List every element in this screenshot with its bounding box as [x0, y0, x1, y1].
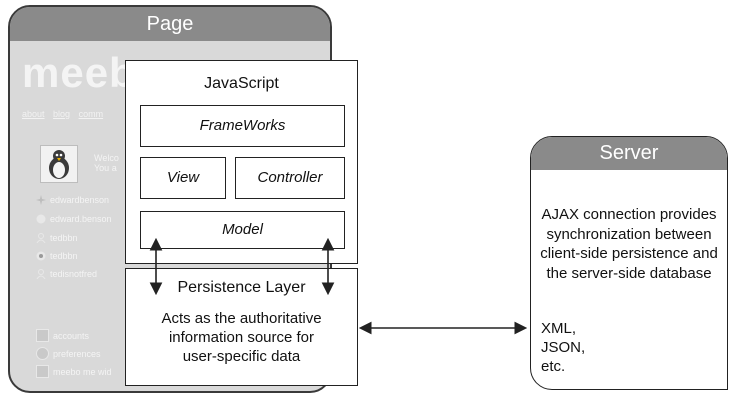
- view-box: View: [140, 157, 226, 199]
- model-box: Model: [140, 211, 345, 249]
- server-description: AJAX connection provides synchronization…: [531, 205, 727, 283]
- server-line: client-side persistence and: [540, 245, 718, 262]
- frameworks-box: FrameWorks: [140, 105, 345, 147]
- persistence-line: information source for: [168, 329, 315, 346]
- buddy-name: tedbbn: [50, 251, 78, 261]
- format-item: JSON,: [541, 339, 586, 356]
- server-line: the server-side database: [546, 264, 712, 282]
- controller-box: Controller: [235, 157, 345, 199]
- buddy-name: edwardbenson: [50, 195, 110, 205]
- preferences-icon: [36, 347, 49, 360]
- meebo-nav: about blog comm: [22, 109, 109, 119]
- server-formats: XML, JSON, etc.: [541, 319, 585, 376]
- menu-item-label: meebo me wid: [53, 366, 112, 377]
- welcome-line: Welco: [94, 153, 119, 163]
- server-line: synchronization between: [546, 225, 712, 243]
- buddy-item[interactable]: tedbbn: [36, 233, 78, 244]
- server-panel: Server AJAX connection provides synchron…: [530, 136, 728, 390]
- menu-item-meebo-me-widget[interactable]: meebo me wid: [36, 365, 112, 378]
- buddy-name: edward.benson: [50, 214, 112, 224]
- meebo-me-widget-icon: [36, 365, 49, 378]
- persistence-layer-panel: Persistence Layer Acts as the authoritat…: [125, 268, 358, 386]
- accounts-icon: [36, 329, 49, 342]
- buddy-status-icon: [36, 233, 46, 244]
- javascript-title: JavaScript: [204, 75, 279, 92]
- menu-item-preferences[interactable]: preferences: [36, 347, 101, 360]
- nav-link-about[interactable]: about: [22, 109, 45, 119]
- persistence-line: Acts as the authoritative: [161, 310, 322, 327]
- buddy-item[interactable]: tedbbn: [36, 251, 78, 261]
- menu-item-label: accounts: [53, 330, 90, 341]
- buddy-status-icon: [36, 251, 46, 261]
- penguin-avatar-icon: [49, 150, 69, 179]
- nav-link-comm[interactable]: comm: [78, 109, 104, 119]
- buddy-item[interactable]: tedisnotfred: [36, 269, 98, 280]
- menu-item-label: preferences: [53, 348, 101, 359]
- format-item: XML,: [541, 320, 577, 337]
- buddy-item[interactable]: edward.benson: [36, 214, 112, 224]
- nav-link-blog[interactable]: blog: [53, 109, 71, 119]
- persistence-description: Acts as the authoritative information so…: [126, 309, 357, 366]
- buddy-status-icon: [36, 214, 46, 224]
- welcome-line: You a: [94, 163, 117, 173]
- menu-item-accounts[interactable]: accounts: [36, 329, 89, 342]
- welcome-text: Welco You a: [94, 153, 119, 173]
- server-line: AJAX connection provides: [541, 206, 717, 223]
- server-header: Server: [531, 137, 727, 170]
- buddy-status-icon: [36, 269, 46, 280]
- persistence-layer-title: Persistence Layer: [177, 279, 306, 296]
- javascript-panel: JavaScript FrameWorks View Controller Mo…: [125, 60, 358, 264]
- avatar: [40, 145, 78, 183]
- buddy-status-icon: [36, 195, 46, 205]
- buddy-name: tedisnotfred: [50, 269, 98, 279]
- page-header: Page: [10, 7, 330, 41]
- persistence-line: user-specific data: [182, 348, 301, 365]
- buddy-item[interactable]: edwardbenson: [36, 195, 109, 205]
- buddy-name: tedbbn: [50, 233, 78, 243]
- format-item: etc.: [541, 358, 566, 375]
